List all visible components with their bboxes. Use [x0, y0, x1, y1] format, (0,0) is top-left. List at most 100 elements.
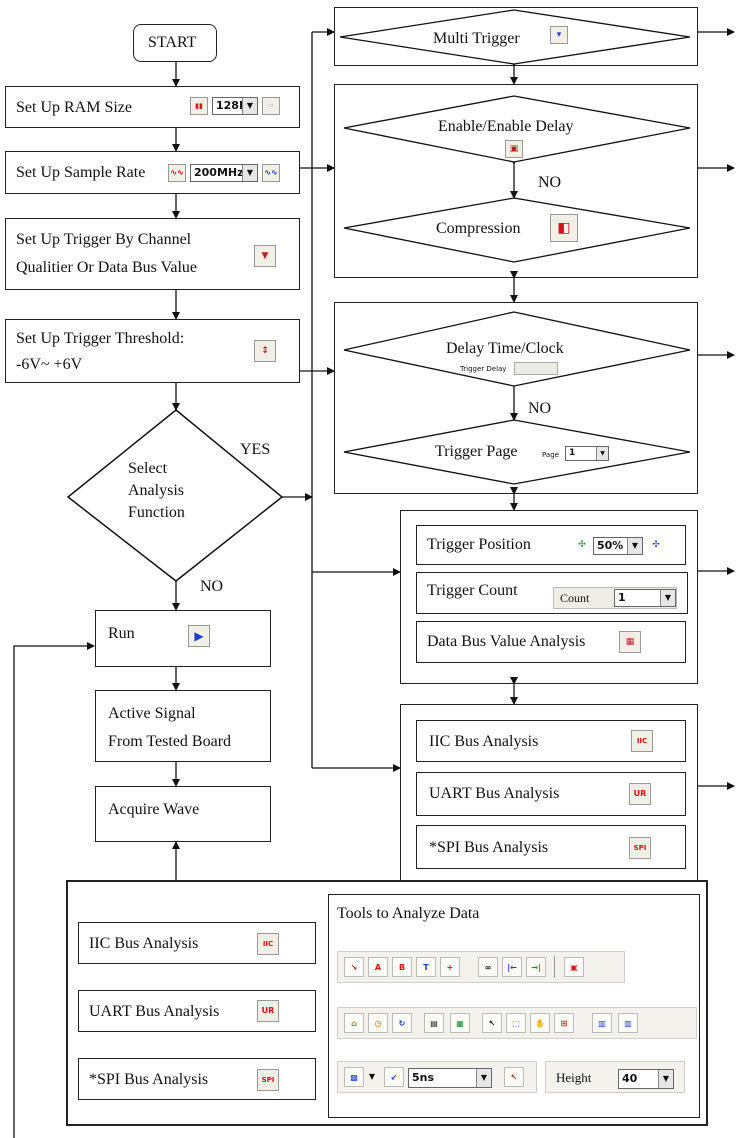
grid-view-icon[interactable]: ▩ [344, 1067, 364, 1087]
start-label: START [148, 34, 197, 51]
toolbar-separator [554, 956, 555, 978]
jump-left-icon[interactable]: |← [502, 957, 522, 977]
grid-icon[interactable]: ▤ [424, 1013, 444, 1033]
view-dropdown-icon[interactable]: ▼ [368, 1072, 376, 1081]
ram-step: Set Up RAM Size ▮▮ 128K▼ ▭ [5, 86, 300, 128]
zoom-in-icon[interactable]: ▥ [592, 1013, 612, 1033]
decision-line-1: Select [128, 460, 168, 477]
toolbar-bars: ↘ A B T + ∞ |← →| ▣ [337, 951, 625, 983]
pointer-icon[interactable]: ↖ [482, 1013, 502, 1033]
active-label-2: From Tested Board [108, 733, 232, 750]
ram-select-value: 128K [216, 99, 248, 112]
trigger-step: Set Up Trigger By Channel Qualitier Or D… [5, 218, 300, 290]
bottom-iic-label: IIC Bus Analysis [89, 935, 199, 952]
uart-row: UART Bus Analysis UR [416, 772, 686, 816]
position-select[interactable]: 50%▼ [593, 537, 643, 555]
binoculars-icon[interactable]: ∞ [478, 957, 498, 977]
no-label-1: NO [538, 174, 562, 191]
time-select[interactable]: 5ns▼ [408, 1068, 492, 1088]
iic-icon[interactable]: IIC [631, 730, 653, 752]
measure-icon[interactable]: ⊞ [554, 1013, 574, 1033]
run-step: Run ▶ [95, 610, 271, 667]
time-icon[interactable]: ↙ [384, 1067, 404, 1087]
spi-label: *SPI Bus Analysis [429, 839, 549, 856]
compression-icon: ◧ [550, 214, 578, 242]
position-left-icon[interactable]: ✣ [578, 540, 586, 550]
active-step: Active Signal From Tested Board [95, 690, 271, 762]
databus-label: Data Bus Value Analysis [427, 633, 586, 650]
bar-c-icon[interactable]: B [392, 957, 412, 977]
enable-compression-box [334, 84, 698, 278]
chevron-down-icon: ▼ [242, 165, 257, 181]
refresh-icon[interactable]: ↻ [392, 1013, 412, 1033]
threshold-label-1: Set Up Trigger Threshold: [16, 330, 185, 347]
zoom-out-icon[interactable]: ▥ [618, 1013, 638, 1033]
pulse-icon[interactable]: ↖ [504, 1067, 524, 1087]
iic-row: IIC Bus Analysis IIC [416, 720, 686, 762]
page-field-label: Page [542, 451, 559, 459]
sample-select-value: 200MHz [194, 166, 244, 179]
screen-icon[interactable]: ▣ [564, 957, 584, 977]
trigger-position-row: Trigger Position ✣ 50%▼ ✣ [416, 525, 686, 565]
home-icon[interactable]: ⌂ [344, 1013, 364, 1033]
bottom-spi-icon[interactable]: SPI [257, 1069, 279, 1091]
time-select-value: 5ns [412, 1071, 435, 1084]
bottom-uart-label: UART Bus Analysis [89, 1003, 220, 1020]
trigger-count-row: Trigger Count Count 1▼ [416, 572, 688, 614]
threshold-step: Set Up Trigger Threshold: -6V~ +6V ↕ [5, 319, 300, 383]
toolbar-height: Height 40▼ [545, 1061, 685, 1093]
page-select[interactable]: 1▼ [565, 446, 609, 461]
compression-label: Compression [436, 220, 521, 237]
decision-diamond [66, 409, 284, 582]
bar-d-icon[interactable]: T [416, 957, 436, 977]
uart-label: UART Bus Analysis [429, 785, 560, 802]
table-icon[interactable]: ▦ [450, 1013, 470, 1033]
height-select[interactable]: 40▼ [618, 1069, 674, 1089]
bar-b-icon[interactable]: A [368, 957, 388, 977]
sample-select[interactable]: 200MHz▼ [190, 164, 258, 182]
start-node: START [133, 24, 217, 62]
acquire-label: Acquire Wave [108, 801, 200, 818]
multi-trigger-icon: ▾ [550, 26, 568, 44]
delay-field-input[interactable] [514, 362, 558, 375]
bottom-iic-icon[interactable]: IIC [257, 933, 279, 955]
chevron-down-icon: ▼ [596, 447, 608, 460]
threshold-icon: ↕ [254, 340, 276, 362]
bottom-uart-icon[interactable]: UR [257, 1000, 279, 1022]
select-icon[interactable]: ⬚ [506, 1013, 526, 1033]
bottom-panel: IIC Bus Analysis IIC UART Bus Analysis U… [66, 880, 708, 1126]
ram-select[interactable]: 128K▼ [212, 97, 258, 115]
hand-icon[interactable]: ✋ [530, 1013, 550, 1033]
position-select-value: 50% [597, 539, 624, 552]
toolbar-tools: ⌂ ◷ ↻ ▤ ▦ ↖ ⬚ ✋ ⊞ ▥ ▥ [337, 1007, 697, 1039]
active-label-1: Active Signal [108, 705, 196, 722]
jump-right-icon[interactable]: →| [526, 957, 546, 977]
sample-label: Set Up Sample Rate [16, 164, 146, 181]
trigger-label-2: Qualitier Or Data Bus Value [16, 259, 197, 276]
position-count-box [400, 510, 698, 684]
bottom-spi-label: *SPI Bus Analysis [89, 1071, 209, 1088]
delay-label: Delay Time/Clock [446, 340, 564, 357]
count-select[interactable]: 1▼ [614, 589, 676, 607]
play-icon[interactable]: ▶ [188, 625, 210, 647]
chevron-down-icon: ▼ [627, 538, 642, 554]
spi-icon[interactable]: SPI [629, 837, 651, 859]
clock-icon[interactable]: ◷ [368, 1013, 388, 1033]
bar-a-icon[interactable]: ↘ [344, 957, 364, 977]
sample-wave-icon: ∿∿ [262, 164, 280, 182]
ram-extra-icon: ▭ [262, 97, 280, 115]
run-label: Run [108, 625, 135, 642]
decision-line-3: Function [128, 504, 185, 521]
tools-title: Tools to Analyze Data [337, 905, 480, 922]
databus-icon[interactable]: ▦ [619, 631, 641, 653]
tools-panel: Tools to Analyze Data ↘ A B T + ∞ |← →| … [328, 894, 700, 1118]
uart-icon[interactable]: UR [629, 783, 651, 805]
yes-label: YES [240, 441, 271, 458]
bar-e-icon[interactable]: + [440, 957, 460, 977]
enable-label: Enable/Enable Delay [438, 118, 574, 135]
no-label-2: NO [528, 400, 552, 417]
ram-icon: ▮▮ [190, 97, 208, 115]
position-right-icon[interactable]: ✣ [652, 540, 660, 550]
trigger-icon: ▼ [254, 245, 276, 267]
